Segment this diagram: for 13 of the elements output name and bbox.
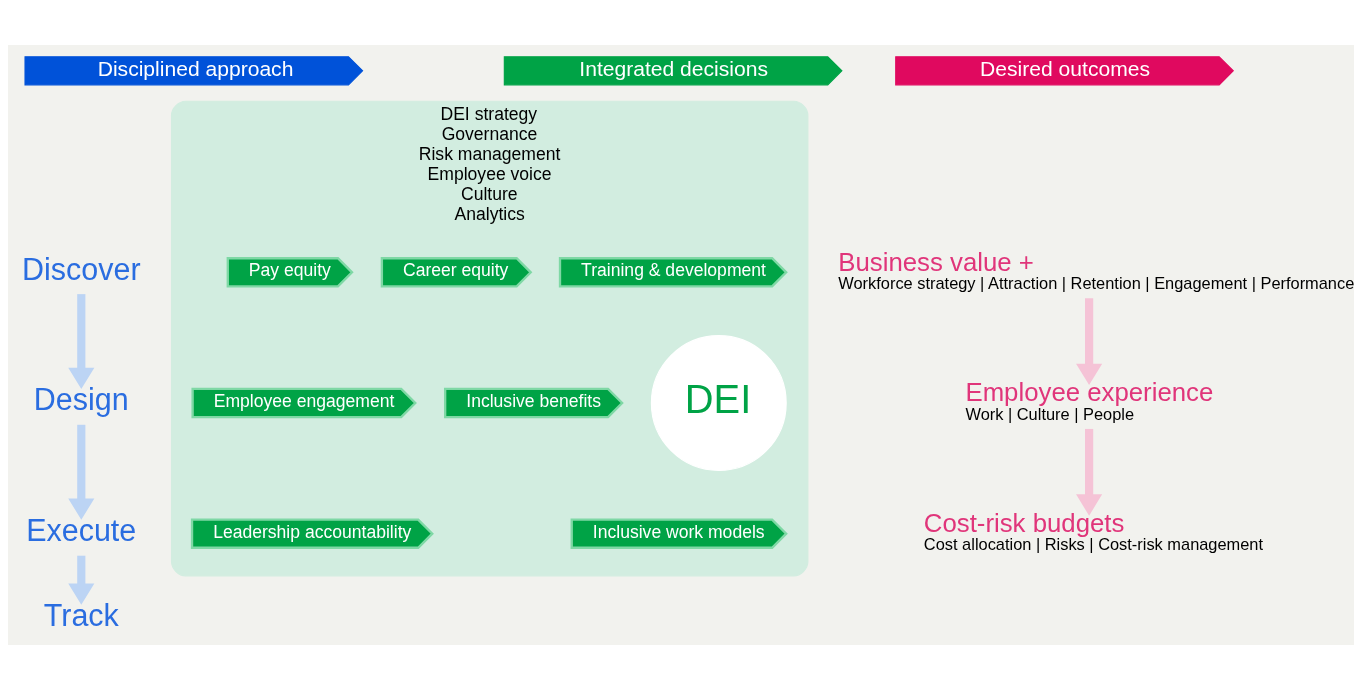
node-text: Design <box>33 381 129 416</box>
arrow <box>68 555 95 605</box>
node-text: Track <box>43 597 119 632</box>
arrow <box>1076 428 1103 516</box>
node-circle: DEI <box>650 334 787 471</box>
node-text: Employee experience Work | Culture | People <box>965 377 1214 423</box>
arrow <box>68 424 95 520</box>
node-text: Business value + Workforce strategy | Attraction | Retention | Engagement | Performance <box>838 247 1355 292</box>
node-text: Cost-risk budgets Cost allocation | Risks | Cost-risk management <box>923 508 1264 553</box>
arrow <box>68 293 95 389</box>
node-text: Execute <box>26 512 137 547</box>
node-text: Discover <box>22 251 141 286</box>
arrow <box>1076 297 1103 385</box>
